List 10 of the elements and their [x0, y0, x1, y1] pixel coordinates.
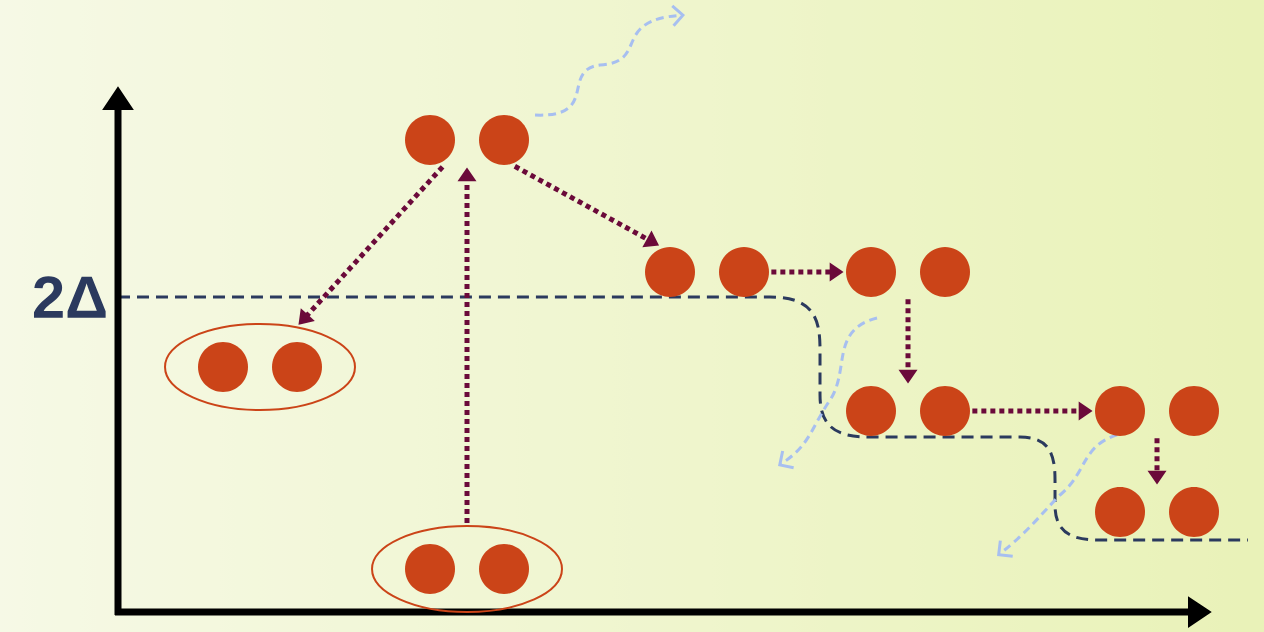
- particle-pair: [846, 247, 970, 297]
- energy-level-label: 2Δ: [34, 276, 106, 318]
- particle-pair: [405, 115, 529, 165]
- ellipse-with-particles: [371, 525, 563, 613]
- particle-pair: [1095, 386, 1219, 436]
- particle-pair: [1095, 487, 1219, 537]
- particle-pair: [846, 386, 970, 436]
- particle-pair: [645, 247, 769, 297]
- arrow: [298, 165, 445, 325]
- ellipse-with-particles: [164, 323, 356, 411]
